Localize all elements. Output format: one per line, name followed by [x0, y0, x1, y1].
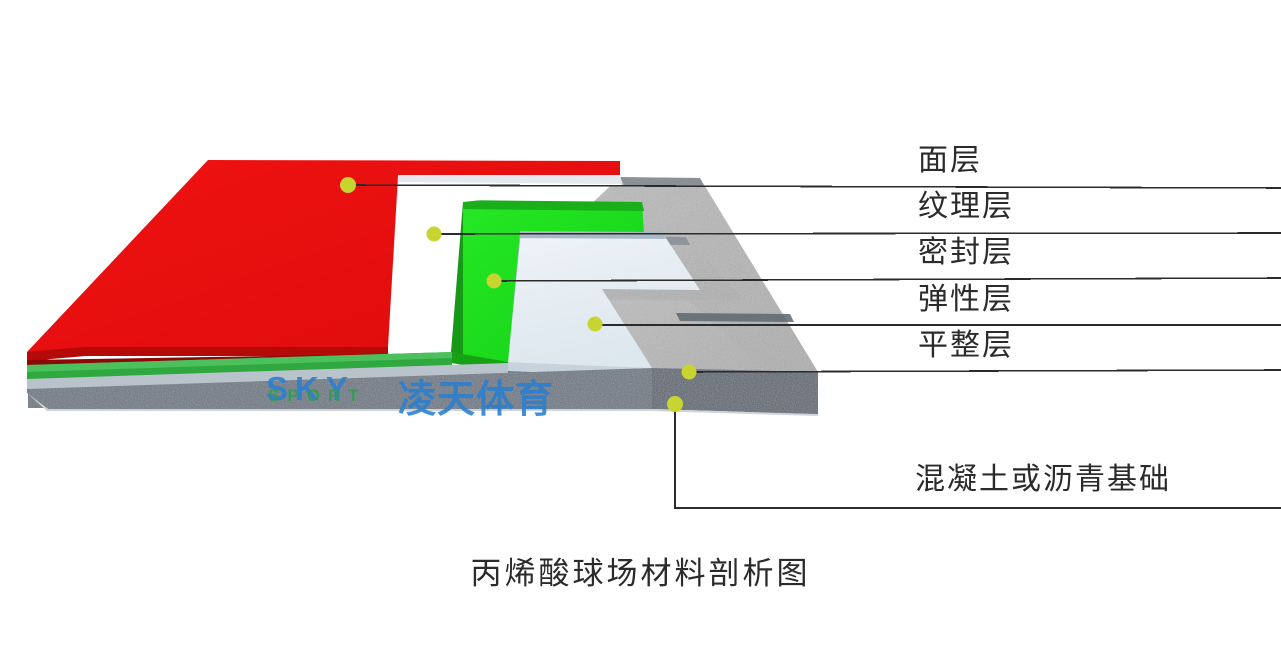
- callout-label-texture: 纹理层: [918, 190, 1014, 223]
- callout-dot-seal: [486, 273, 502, 289]
- layer-sealing-course: [451, 200, 644, 372]
- diagram-title: 丙烯酸球场材料剖析图: [470, 556, 811, 591]
- slab-front-strata: [27, 352, 818, 416]
- callout-label-seal: 密封层: [918, 236, 1014, 269]
- callout-dot-leveling: [681, 364, 697, 380]
- callout-dot-foundation: [667, 396, 683, 412]
- callout-dot-texture: [426, 226, 442, 242]
- callout-label-elastic: 弹性层: [918, 283, 1014, 316]
- callout-dot-surface: [340, 177, 356, 193]
- callout-leader-lines: [347, 184, 1281, 509]
- callout-dots: [340, 177, 697, 412]
- layer-surface-course: [27, 160, 620, 366]
- callout-label-foundation: 混凝土或沥青基础: [915, 463, 1171, 496]
- leader-line-texture: [433, 232, 1281, 235]
- callout-label-surface: 面层: [918, 144, 982, 177]
- leader-line-surface: [347, 184, 1281, 189]
- callout-label-leveling: 平整层: [918, 329, 1014, 362]
- callout-dot-elastic: [587, 316, 603, 332]
- leader-line-seal: [493, 277, 1281, 282]
- layer-leveling-course-deep-step: [600, 300, 794, 392]
- leader-line-foundation: [674, 404, 1281, 509]
- leader-line-leveling: [688, 369, 1281, 373]
